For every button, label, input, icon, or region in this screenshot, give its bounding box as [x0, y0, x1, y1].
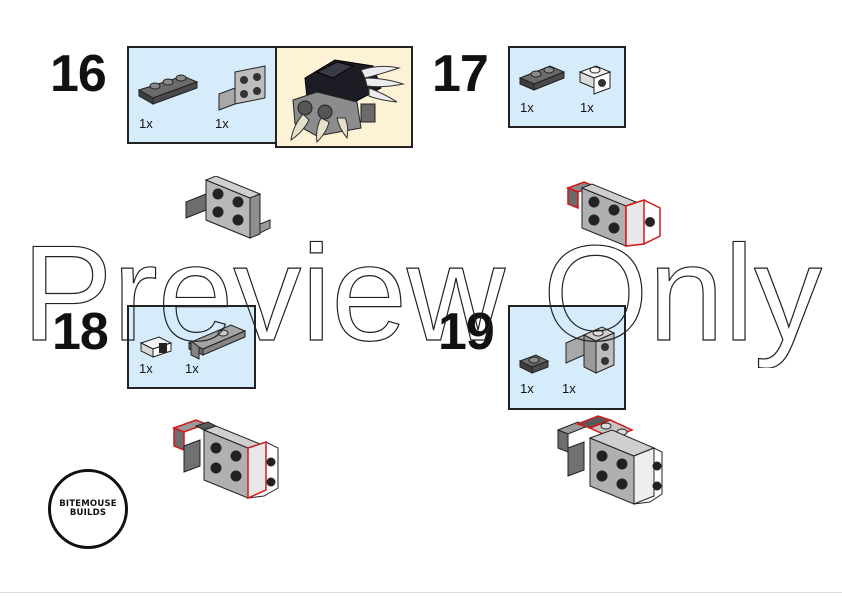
page-bottom-rule: [0, 592, 842, 593]
qty-label: 1x: [520, 100, 534, 115]
step-number-16: 16: [50, 45, 107, 103]
qty-label: 1x: [580, 100, 594, 115]
step-17-assembly: [565, 181, 661, 247]
step-number-18: 18: [52, 303, 109, 361]
qty-label: 1x: [520, 381, 534, 396]
bitemouse-builds-logo: BITEMOUSE BUILDS: [48, 469, 128, 549]
parts-callout-17: 1x 1x: [508, 46, 626, 128]
step-number-19: 19: [438, 303, 495, 361]
bracket-1x1-icon: [578, 65, 612, 95]
plate-1x1-icon: [518, 354, 550, 374]
qty-label: 1x: [185, 361, 199, 376]
parts-callout-16: 1x 1x: [127, 46, 277, 144]
model-preview-image: [290, 59, 405, 144]
logo-line-2: BUILDS: [69, 508, 107, 518]
qty-label: 1x: [562, 381, 576, 396]
logo-line-1: BITEMOUSE: [59, 498, 117, 509]
clip-plate-icon: [139, 336, 173, 358]
plate-1x3-icon: [137, 74, 199, 105]
parts-callout-19: 1x 1x: [508, 305, 626, 410]
parts-callout-18: 1x 1x: [127, 305, 256, 389]
bracket-1x2-icon: [565, 326, 616, 374]
step-18-assembly: [171, 419, 279, 500]
bracket-2x2-icon: [218, 65, 266, 111]
step-19-assembly: [556, 415, 663, 505]
qty-label: 1x: [139, 116, 153, 131]
step-number-17: 17: [432, 45, 489, 103]
plate-with-clip-icon: [187, 324, 247, 360]
model-preview: [275, 46, 413, 148]
plate-1x2-icon: [518, 65, 566, 91]
qty-label: 1x: [139, 361, 153, 376]
step-16-assembly: [185, 176, 271, 239]
qty-label: 1x: [215, 116, 229, 131]
